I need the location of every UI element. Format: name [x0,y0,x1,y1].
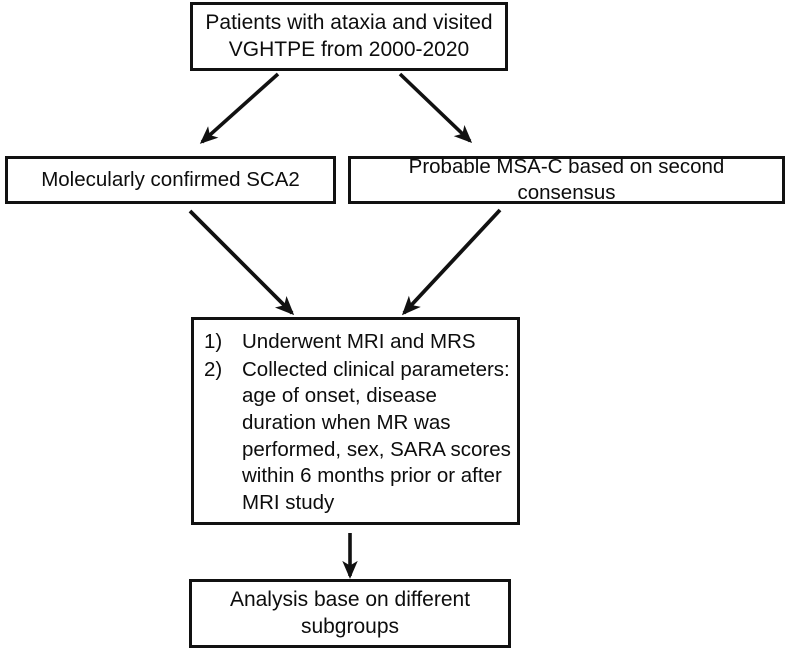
edge-source-to-msac [398,72,473,143]
node-sca2-group-label: Molecularly confirmed SCA2 [41,167,300,191]
methods-list-item: 2) Collected clinical parameters: age of… [204,357,511,517]
node-sca2-group: Molecularly confirmed SCA2 [5,156,336,204]
methods-list-item-text: Collected clinical parameters: age of on… [242,357,511,514]
methods-list-item-marker: 2) [204,357,223,381]
node-msac-group: Probable MSA-C based on second consensus [348,154,785,204]
methods-list-item-text: Underwent MRI and MRS [242,330,476,353]
node-msac-group-label: Probable MSA-C based on second consensus [408,154,725,204]
edge-sca2-to-methods [188,209,295,316]
methods-list: 1) Underwent MRI and MRS 2) Collected cl… [204,329,511,517]
node-methods: 1) Underwent MRI and MRS 2) Collected cl… [191,317,520,525]
methods-list-item: 1) Underwent MRI and MRS [204,329,511,356]
node-analysis-label: Analysis base on different subgroups [229,587,471,638]
methods-list-item-marker: 1) [204,330,223,353]
edge-source-to-sca2 [199,72,280,144]
node-patient-source-label: Patients with ataxia and visited VGHTPE … [205,10,493,61]
node-analysis: Analysis base on different subgroups [189,579,511,648]
node-patient-source: Patients with ataxia and visited VGHTPE … [190,2,508,71]
edge-msac-to-methods [401,208,502,316]
